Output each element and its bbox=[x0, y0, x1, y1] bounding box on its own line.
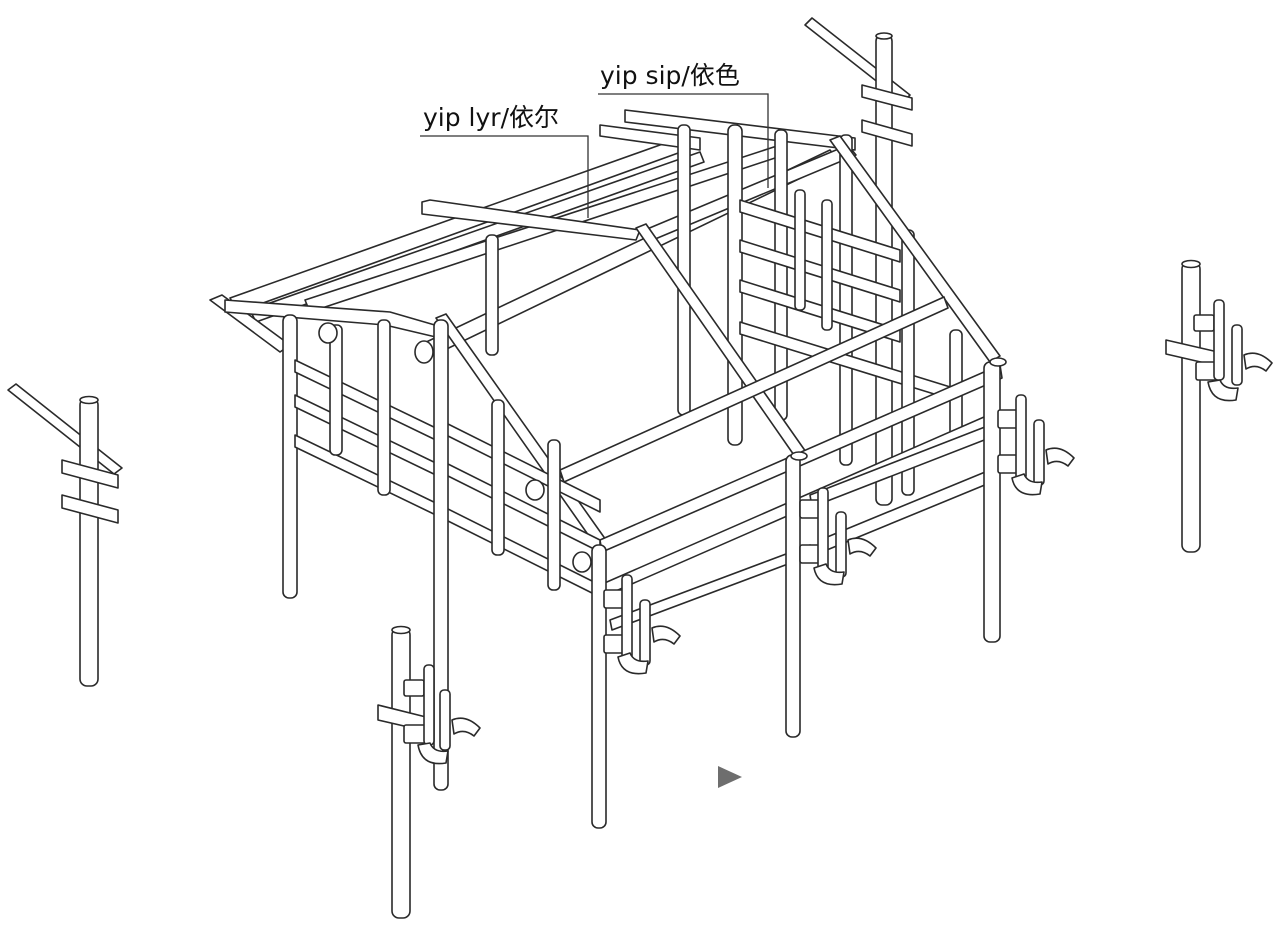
play-triangle-icon bbox=[718, 766, 742, 788]
back-right-post bbox=[804, 17, 913, 506]
front-left-post bbox=[377, 625, 481, 919]
front-joint-b bbox=[799, 487, 877, 586]
main-frame bbox=[209, 109, 1007, 829]
label-yip-lyr: yip lyr/依尔 bbox=[423, 103, 559, 132]
label-yip-sip: yip sip/依色 bbox=[600, 61, 740, 90]
right-post bbox=[1165, 259, 1273, 553]
label-leaders bbox=[420, 93, 769, 218]
left-post bbox=[7, 383, 123, 687]
front-joint-a bbox=[603, 574, 681, 675]
front-joint-c bbox=[997, 394, 1075, 496]
